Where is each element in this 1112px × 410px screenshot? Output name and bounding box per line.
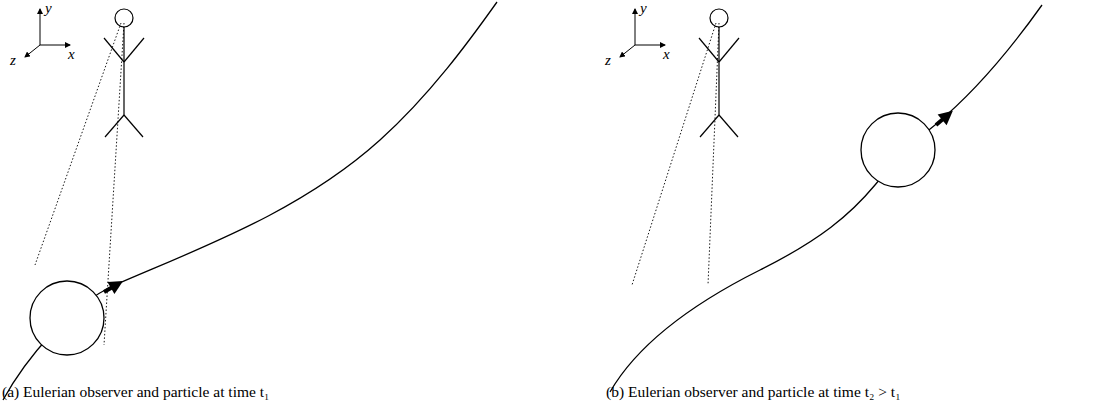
stick-figure [699, 9, 739, 137]
axis-label: y [45, 0, 52, 17]
axis-label: x [68, 46, 75, 63]
pathline [610, 5, 1042, 392]
stick-figure [104, 9, 144, 137]
axis-label: z [10, 52, 16, 69]
velocity-arrow [101, 275, 127, 298]
sight-lines [632, 23, 719, 285]
axis-label: z [605, 52, 611, 69]
particle [861, 113, 935, 187]
particle [30, 281, 104, 355]
axes-triad [25, 9, 70, 57]
velocity-arrow [932, 105, 958, 130]
axis-label: y [640, 0, 647, 17]
subfigure-caption: (b) Eulerian observer and particle at ti… [606, 383, 901, 400]
pathline [3, 2, 497, 400]
axes-triad [620, 9, 665, 57]
subfigure-caption: (a) Eulerian observer and particle at ti… [2, 383, 270, 400]
axis-label: x [663, 46, 670, 63]
